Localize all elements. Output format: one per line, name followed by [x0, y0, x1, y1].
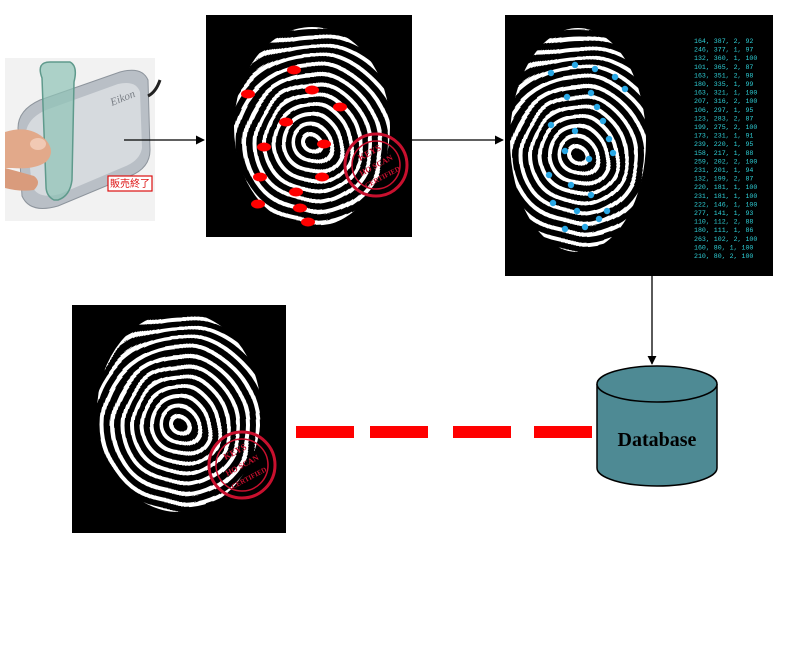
red-minutia-dot	[293, 203, 307, 213]
minutia-list-entry: 132, 199, 2, 87	[694, 176, 753, 183]
red-minutia-dot	[253, 172, 267, 182]
minutia-list-entry: 231, 181, 1, 100	[694, 193, 757, 200]
blue-minutia-dot	[547, 121, 555, 129]
database-label: Database	[618, 429, 697, 451]
blue-minutia-dot	[605, 135, 613, 143]
minutia-list-entry: 173, 231, 1, 91	[694, 133, 753, 140]
blue-minutia-dot	[567, 181, 575, 189]
minutia-list-entry: 164, 387, 2, 92	[694, 38, 753, 45]
finger-on-scanner	[5, 129, 51, 191]
minutia-list-entry: 231, 201, 1, 94	[694, 167, 753, 174]
minutia-list-entry: 160, 80, 1, 100	[694, 244, 753, 251]
blue-minutia-dot	[547, 69, 555, 77]
red-minutia-dot	[279, 117, 293, 127]
matching-dashed-link	[296, 426, 592, 438]
sale-ended-sticker	[107, 175, 153, 192]
blue-minutia-dot	[585, 155, 593, 163]
blue-minutia-dot	[599, 117, 607, 125]
blue-minutia-dot	[621, 85, 629, 93]
red-minutia-dot	[315, 172, 329, 182]
minutia-list-entry: 163, 351, 2, 98	[694, 72, 753, 79]
blue-minutia-dot	[609, 149, 617, 157]
minutia-list-entry: 246, 377, 1, 97	[694, 47, 753, 54]
minutia-list-entry: 199, 275, 2, 100	[694, 124, 757, 131]
minutia-list-entry: 277, 141, 1, 93	[694, 210, 753, 217]
red-minutia-dot	[289, 187, 303, 197]
blue-minutia-dot	[587, 191, 595, 199]
red-minutia-dot	[251, 199, 265, 209]
match-dash	[370, 426, 428, 438]
blue-minutia-dot	[595, 215, 603, 223]
match-dash	[453, 426, 511, 438]
minutia-list-entry: 132, 360, 1, 100	[694, 55, 757, 62]
red-minutia-dot	[301, 217, 315, 227]
minutia-list-entry: 222, 146, 1, 100	[694, 201, 757, 208]
blue-minutia-dot	[587, 89, 595, 97]
blue-minutia-dot	[561, 225, 569, 233]
minutia-list-entry: 210, 80, 2, 100	[694, 253, 753, 260]
minutia-list-entry: 239, 220, 1, 95	[694, 141, 753, 148]
red-minutia-dot	[257, 142, 271, 152]
minutia-list-entry: 180, 335, 1, 99	[694, 81, 753, 88]
match-dash	[534, 426, 592, 438]
minutia-list-entry: 207, 316, 2, 100	[694, 98, 757, 105]
fingerprint-red-minutiae-panel: KEYS HO SCAN CERTIFIED	[206, 15, 412, 237]
blue-minutia-dot	[545, 171, 553, 179]
minutia-list-entry: 180, 111, 1, 86	[694, 227, 753, 234]
blue-minutiae-markers	[545, 61, 629, 233]
red-minutia-dot	[333, 102, 347, 112]
query-fingerprint-panel: KEYS HO SCAN CERTIFIED	[72, 305, 286, 533]
blue-minutia-dot	[571, 61, 579, 69]
blue-minutia-dot	[561, 147, 569, 155]
blue-minutia-dot	[573, 207, 581, 215]
minutia-list-entry: 101, 365, 2, 87	[694, 64, 753, 71]
blue-minutia-dot	[591, 65, 599, 73]
blue-minutia-dot	[603, 207, 611, 215]
minutia-list-entry: 158, 217, 1, 88	[694, 150, 753, 157]
blue-minutia-dot	[581, 223, 589, 231]
red-minutia-dot	[305, 85, 319, 95]
minutia-list-entry: 259, 202, 2, 100	[694, 158, 757, 165]
red-minutiae-markers	[241, 65, 347, 227]
minutia-list-entry: 123, 283, 2, 87	[694, 115, 753, 122]
sale-ended-sticker-label: 販売終了	[110, 177, 150, 190]
blue-minutia-dot	[611, 73, 619, 81]
scanner-device: Eikon	[17, 61, 162, 209]
minutia-list-entry: 106, 297, 1, 95	[694, 107, 753, 114]
blue-minutia-dot	[571, 127, 579, 135]
red-minutia-dot	[287, 65, 301, 75]
red-minutia-dot	[317, 139, 331, 149]
scanner-photo: Eikon 販売終了	[5, 58, 162, 221]
red-minutia-dot	[241, 89, 255, 99]
minutia-list-entry: 110, 112, 2, 88	[694, 219, 753, 226]
minutia-list-entry: 163, 321, 1, 100	[694, 90, 757, 97]
blue-minutia-dot	[563, 93, 571, 101]
match-dash	[296, 426, 354, 438]
minutia-list-entry: 220, 181, 1, 100	[694, 184, 757, 191]
blue-minutia-dot	[549, 199, 557, 207]
database-cylinder: Database	[596, 365, 718, 487]
minutia-list-entry: 263, 102, 2, 100	[694, 236, 757, 243]
blue-minutia-dot	[593, 103, 601, 111]
